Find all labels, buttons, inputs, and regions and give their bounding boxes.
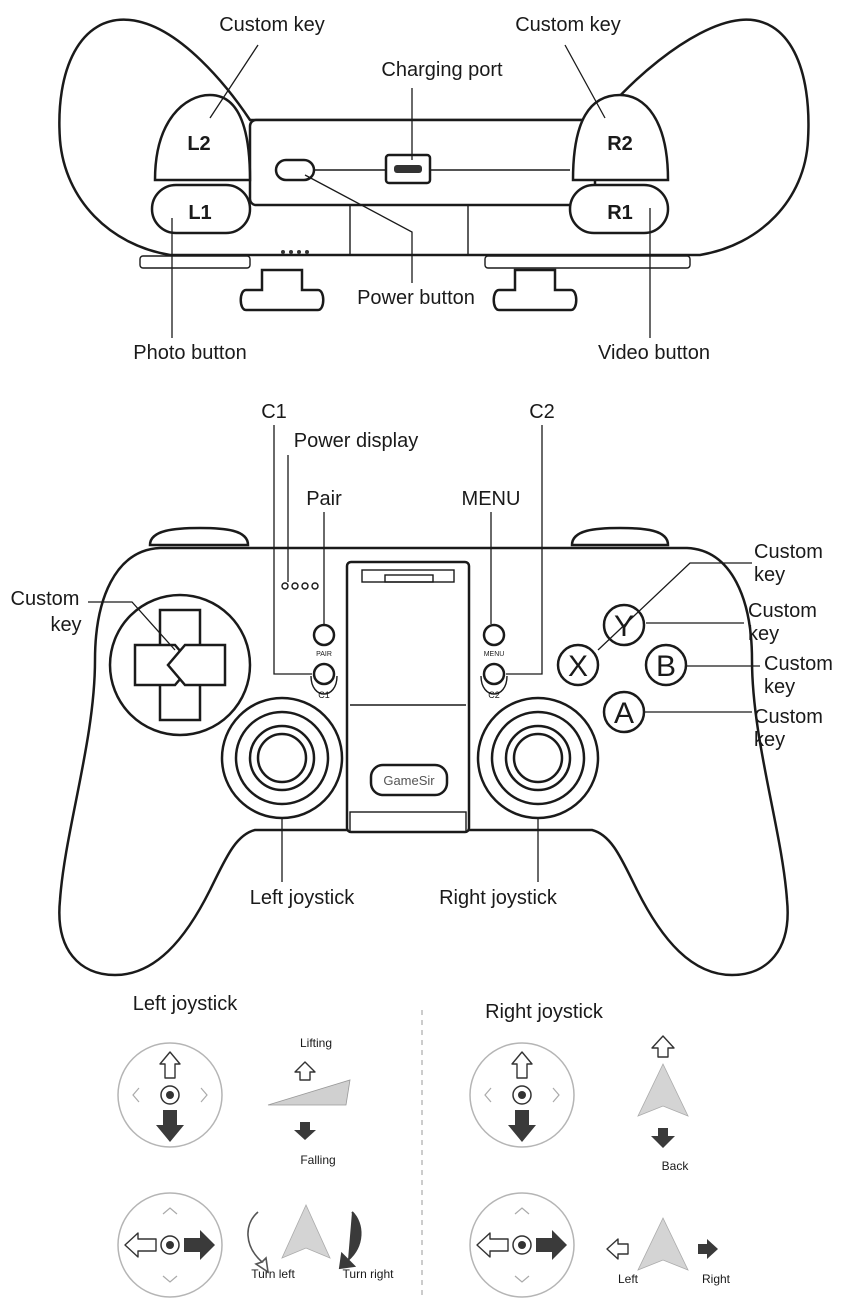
right-arrow-icon [698,1239,718,1259]
right-joystick-label: Right joystick [439,887,558,909]
r1-label: R1 [607,202,633,224]
left-stick-stub-icon [239,268,325,312]
pair-button-label: PAIR [316,651,332,658]
plane-top-icon-3 [637,1217,689,1271]
custom-key-b-label-1: Custom [764,653,833,675]
plane-top-icon-2 [637,1063,689,1117]
right-stick-stub-icon [492,268,578,312]
custom-key-left-label: Custom key [219,14,325,36]
c2-button-label: C2 [488,690,500,700]
plane-top-icon-1 [281,1204,331,1259]
custom-key-b-label-2: key [764,676,795,698]
custom-key-dpad-label-1: Custom [11,588,80,610]
power-display-dots-icon [281,582,319,590]
r2-label: R2 [607,133,633,155]
custom-key-right-label: Custom key [515,14,621,36]
falling-arrow-icon [294,1122,316,1140]
l1-label: L1 [188,202,211,224]
right-label: Right [702,1272,731,1286]
y-button-label: Y [614,610,634,643]
pair-label: Pair [306,488,342,510]
power-button-label: Power button [357,287,475,309]
menu-label: MENU [462,488,521,510]
turn-right-arrow-icon [338,1211,362,1270]
custom-key-a-label-2: key [754,729,785,751]
legend-left-title: Left joystick [133,993,238,1015]
charging-port-label: Charging port [381,59,503,81]
video-button-label: Video button [598,342,710,364]
usb-slot-icon [394,165,422,173]
c1-label: C1 [261,401,287,423]
left-joystick[interactable] [220,696,344,820]
menu-button-label: MENU [484,651,505,658]
front-view: GameSir PAIR C1 MENU C2 Y X B [11,401,833,977]
custom-key-y-label-2: key [748,623,779,645]
back-label: Back [662,1159,690,1173]
custom-key-x-label-1: Custom [754,541,823,563]
forward-arrow-icon [651,1035,675,1058]
x-button-label: X [568,650,588,683]
lifting-label: Lifting [300,1036,332,1050]
custom-key-y-label-1: Custom [748,600,817,622]
c1-button[interactable] [312,662,336,686]
legend-right-title: Right joystick [485,1001,604,1023]
back-arrow-icon [651,1128,675,1148]
r1-bumper[interactable] [568,183,670,235]
right-stick-leftright-icon [469,1192,575,1298]
left-joystick-label: Left joystick [250,887,355,909]
b-button-label: B [656,650,676,683]
front-r1-bumper[interactable] [570,526,670,547]
left-arrow-icon [606,1238,629,1260]
falling-label: Falling [300,1153,335,1167]
dpad[interactable] [108,593,252,737]
b-button[interactable] [644,643,688,687]
turn-right-label: Turn right [343,1267,395,1281]
power-display-label: Power display [294,430,419,452]
left-stick-leftright-icon [117,1192,223,1298]
top-led-dots-icon [281,250,309,254]
left-stick-updown-icon [117,1042,223,1148]
right-joystick[interactable] [476,696,600,820]
lifting-arrow-icon [294,1061,316,1081]
x-button[interactable] [556,643,600,687]
c2-label: C2 [529,401,555,423]
gamesir-logo [369,763,449,797]
custom-key-dpad-label-2: key [50,614,81,636]
c2-button[interactable] [482,662,506,686]
r2-trigger[interactable] [571,93,670,182]
right-stick-updown-icon [469,1042,575,1148]
dpad-right[interactable] [166,643,227,687]
joystick-legend: Left joystick Right joystick Lifting Fal… [117,993,731,1298]
l2-label: L2 [187,133,210,155]
turn-left-arrow-icon [247,1211,270,1274]
c1-button-label: C1 [318,690,330,700]
logo-text: GameSir [383,773,435,788]
top-view: L2 R2 L1 R1 Custom key Custom key Chargi… [58,14,810,364]
plane-side-icon [267,1079,351,1106]
a-button-label: A [614,697,634,730]
left-label: Left [618,1272,639,1286]
photo-button-label: Photo button [133,342,246,364]
custom-key-a-label-1: Custom [754,706,823,728]
a-button[interactable] [602,690,646,734]
turn-left-label: Turn left [251,1267,295,1281]
menu-button[interactable] [482,623,506,647]
custom-key-x-label-2: key [754,564,785,586]
pair-button[interactable] [312,623,336,647]
l2-trigger[interactable] [153,93,252,182]
l1-bumper[interactable] [150,183,252,235]
front-l1-bumper[interactable] [148,526,250,547]
